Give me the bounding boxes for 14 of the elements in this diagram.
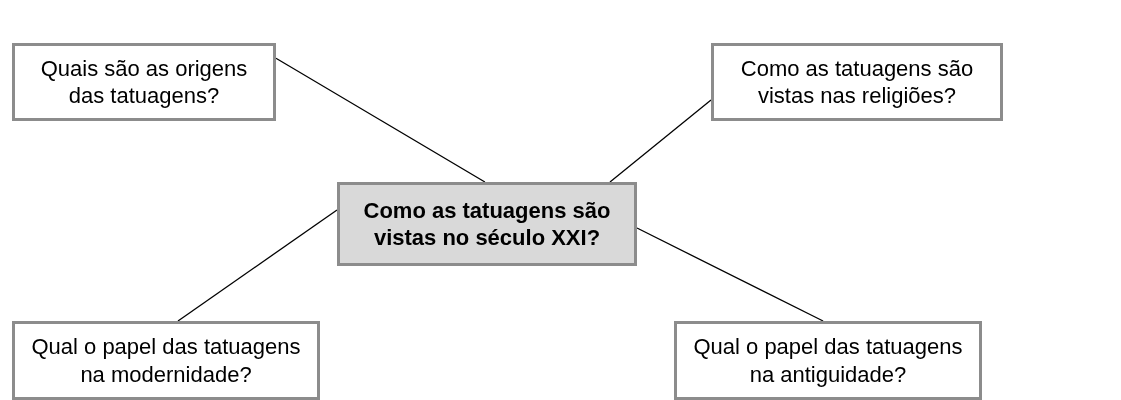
question-text: Qual o papel das tatuagens na antiguidade? [692,333,964,388]
question-text: Como as tatuagens são vistas nas religiões? [739,54,975,110]
question-box [674,321,982,400]
connector-line [636,227,824,322]
question-text: Como as tatuagens são vistas no século XXI? [362,196,612,252]
central-question-box [337,182,637,266]
question-box [12,43,276,121]
question-text: Quais são as origens das tatuagens? [39,54,249,110]
connector-line [177,209,338,322]
question-text: Qual o papel das tatuagens na modernidade? [30,333,302,388]
question-box [711,43,1003,121]
question-box [12,321,320,400]
connector-line [275,57,486,183]
connector-line [609,99,712,183]
